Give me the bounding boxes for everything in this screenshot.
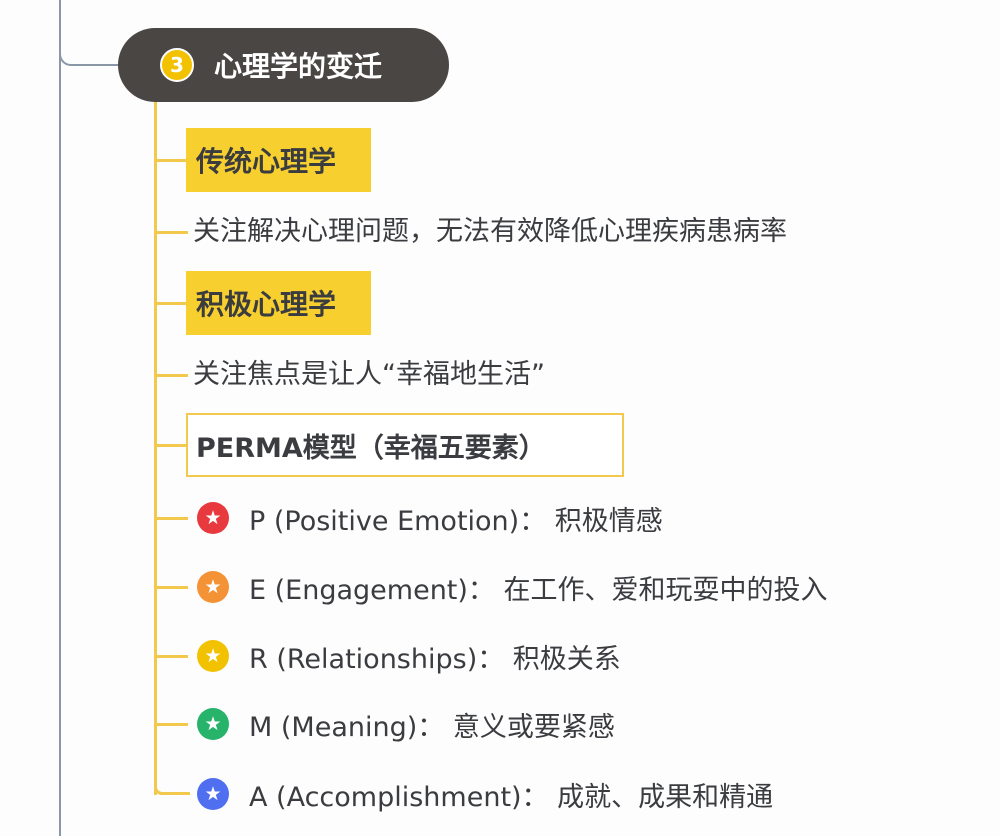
perma-item[interactable]: ★ P (Positive Emotion)： 积极情感 — [197, 500, 663, 537]
node-traditional-psychology[interactable]: 传统心理学 — [186, 128, 371, 192]
star-icon: ★ — [197, 571, 229, 603]
node-traditional-desc[interactable]: 关注解决心理问题，无法有效降低心理疾病患病率 — [193, 216, 787, 247]
node-perma-model[interactable]: PERMA模型（幸福五要素） — [186, 413, 624, 477]
perma-item[interactable]: ★ A (Accomplishment)： 成就、成果和精通 — [197, 776, 774, 813]
branch-line-end — [154, 780, 190, 795]
branch-connector — [156, 444, 188, 447]
perma-item[interactable]: ★ E (Engagement)： 在工作、爱和玩耍中的投入 — [197, 569, 828, 606]
branch-connector — [156, 374, 188, 377]
branch-connector — [156, 586, 188, 589]
star-icon: ★ — [197, 708, 229, 740]
node-positive-psychology[interactable]: 积极心理学 — [186, 271, 371, 335]
star-icon: ★ — [197, 502, 229, 534]
topic-title: 心理学的变迁 — [214, 50, 383, 83]
branch-connector — [156, 655, 188, 658]
star-icon: ★ — [197, 778, 229, 810]
branch-connector — [156, 302, 188, 305]
branch-connector — [156, 723, 188, 726]
parent-connector-line — [59, 0, 61, 836]
perma-item-text: P (Positive Emotion)： 积极情感 — [249, 505, 663, 537]
topic-node[interactable]: 3 心理学的变迁 — [118, 28, 449, 102]
branch-connector — [156, 231, 188, 234]
perma-item-text: M (Meaning)： 意义或要紧感 — [249, 711, 615, 743]
branch-connector — [156, 159, 188, 162]
parent-connector-curve — [59, 40, 121, 66]
topic-number-badge: 3 — [160, 48, 194, 82]
perma-item-text: R (Relationships)： 积极关系 — [249, 643, 621, 675]
perma-item[interactable]: ★ M (Meaning)： 意义或要紧感 — [197, 706, 615, 743]
perma-item-text: E (Engagement)： 在工作、爱和玩耍中的投入 — [249, 574, 828, 606]
perma-item-text: A (Accomplishment)： 成就、成果和精通 — [249, 781, 774, 813]
branch-connector — [156, 517, 188, 520]
branch-line — [154, 102, 157, 795]
node-positive-desc[interactable]: 关注焦点是让人“幸福地生活” — [193, 359, 545, 390]
star-icon: ★ — [197, 640, 229, 672]
perma-item[interactable]: ★ R (Relationships)： 积极关系 — [197, 638, 621, 675]
